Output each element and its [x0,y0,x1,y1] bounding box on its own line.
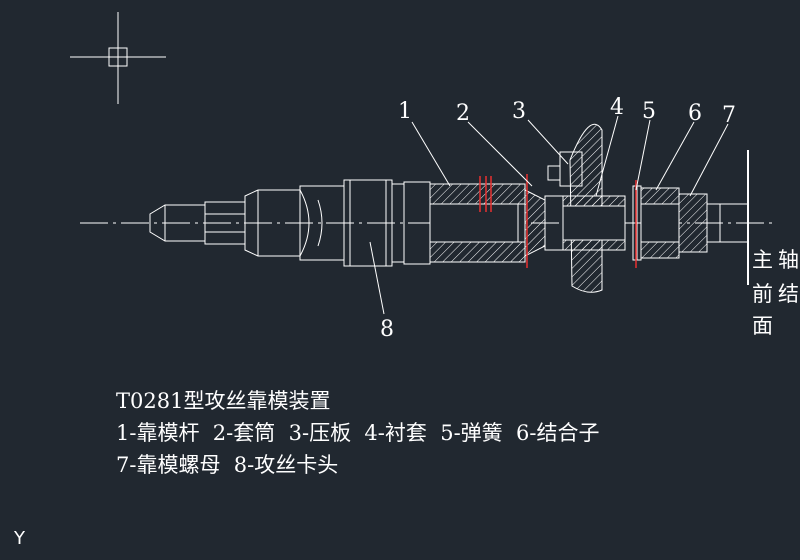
template-rod [706,203,749,243]
diagram-title: T0281型攻丝靠模装置 [116,389,331,413]
tapping-device-drawing [149,123,749,293]
callout-2: 2 [456,101,470,126]
callout-7: 7 [722,103,736,128]
template-nut [678,193,708,253]
crosshair-cursor-icon [70,12,166,104]
side-label-char: 结 [778,282,799,306]
side-label-char: 轴 [778,248,799,272]
callout-4: 4 [610,95,624,120]
leader-lines [369,115,729,315]
side-label-char: 面 [752,314,773,338]
callout-5: 5 [642,99,656,124]
callout-8: 8 [380,317,394,342]
callout-3: 3 [512,99,526,124]
ucs-y-axis-icon: Y [14,528,25,549]
side-label-char: 主 [752,248,773,272]
red-marks [479,174,637,268]
callout-6: 6 [688,101,702,126]
callout-1: 1 [398,99,412,124]
legend-line-1: 1-靠模杆 2-套筒 3-压板 4-衬套 5-弹簧 6-结合子 [116,421,600,445]
legend-line-2: 7-靠模螺母 8-攻丝卡头 [116,453,339,477]
side-label-char: 前 [752,282,773,306]
